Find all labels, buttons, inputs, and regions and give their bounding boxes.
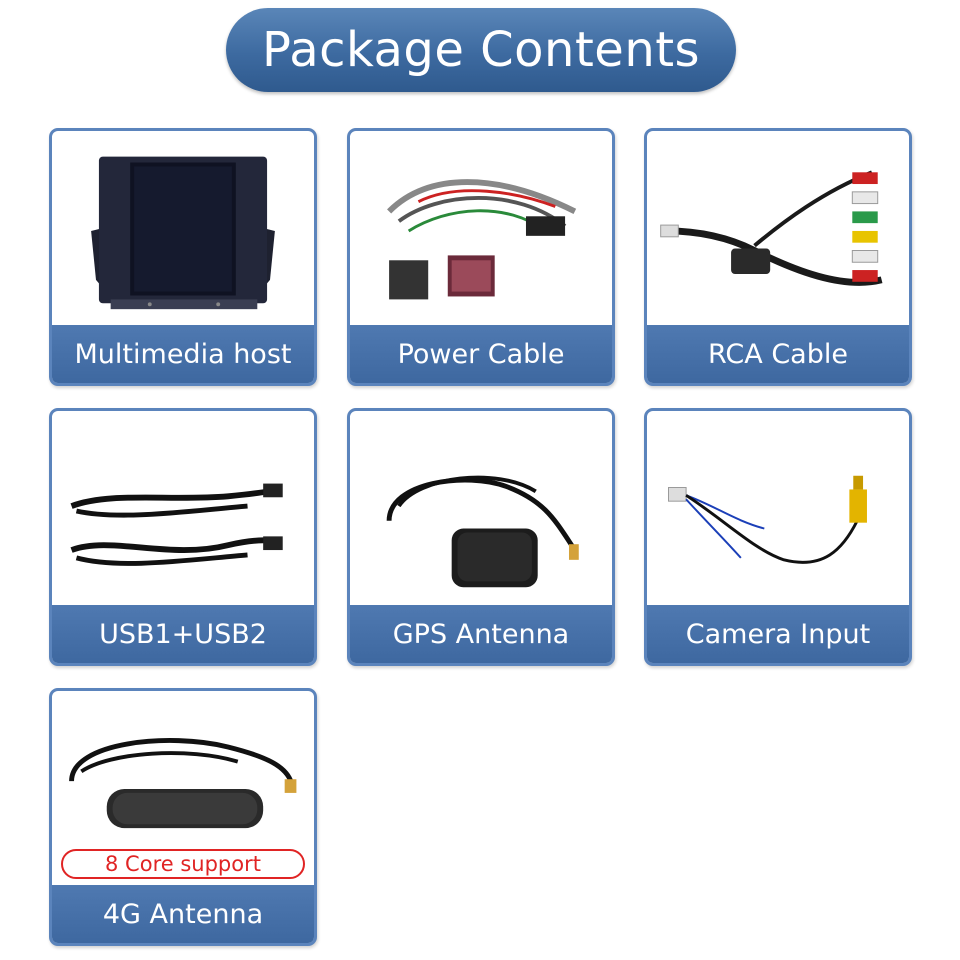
item-label: Power Cable xyxy=(350,325,612,383)
item-label: GPS Antenna xyxy=(350,605,612,663)
multimedia-host-image xyxy=(52,131,314,327)
item-card-camera-input: Camera Input xyxy=(644,408,912,666)
item-card-multimedia-host: Multimedia host xyxy=(49,128,317,386)
item-card-power-cable: Power Cable xyxy=(347,128,615,386)
camera-input-cable-image xyxy=(647,411,909,607)
page-title: Package Contents xyxy=(261,22,701,78)
usb-cables-image xyxy=(52,411,314,607)
item-card-4g-antenna: 8 Core support 4G Antenna xyxy=(49,688,317,946)
item-card-gps-antenna: GPS Antenna xyxy=(347,408,615,666)
power-cable-image xyxy=(350,131,612,327)
rca-cable-image xyxy=(647,131,909,327)
item-label: 4G Antenna xyxy=(52,885,314,943)
gps-antenna-image xyxy=(350,411,612,607)
item-card-rca-cable: RCA Cable xyxy=(644,128,912,386)
item-label: Camera Input xyxy=(647,605,909,663)
item-label: USB1+USB2 xyxy=(52,605,314,663)
item-card-usb-cables: USB1+USB2 xyxy=(49,408,317,666)
item-label: Multimedia host xyxy=(52,325,314,383)
feature-badge: 8 Core support xyxy=(61,849,305,879)
page-title-banner: Package Contents xyxy=(226,8,736,92)
4g-antenna-image xyxy=(52,691,314,887)
item-label: RCA Cable xyxy=(647,325,909,383)
